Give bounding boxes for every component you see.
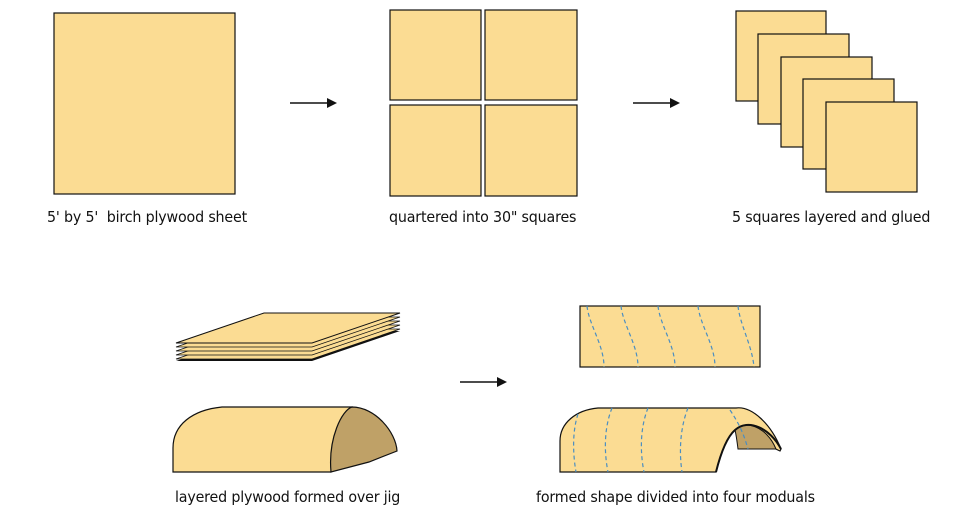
stacked-plywood xyxy=(175,312,401,361)
division-line-1 xyxy=(586,305,605,368)
quarter-square-bottom-left xyxy=(389,104,482,197)
formed-arch-end xyxy=(330,406,398,473)
flat-panel xyxy=(579,305,761,368)
formed-arch-body xyxy=(172,406,353,473)
formed-plywood-jig xyxy=(172,406,398,473)
quartered-squares xyxy=(389,9,578,197)
caption-step-3: 5 squares layered and glued xyxy=(732,208,931,226)
module-line-2 xyxy=(604,407,613,473)
quarter-square-bottom-right xyxy=(484,104,578,197)
formed-arch-modules xyxy=(559,407,782,473)
layer-square-5 xyxy=(825,101,918,193)
module-line-5 xyxy=(729,409,749,450)
flat-panel-divided xyxy=(579,305,761,368)
quarter-square-top-left xyxy=(389,9,482,101)
division-line-2 xyxy=(620,305,639,368)
division-line-5 xyxy=(737,305,755,368)
module-arch-rim xyxy=(715,423,782,473)
division-line-3 xyxy=(657,305,676,368)
layered-squares xyxy=(735,10,918,193)
module-line-1 xyxy=(573,413,579,473)
caption-step-4: layered plywood formed over jig xyxy=(175,488,401,506)
caption-step-5: formed shape divided into four moduals xyxy=(536,488,815,506)
module-line-4 xyxy=(679,407,689,473)
quarter-square-top-right xyxy=(484,9,578,101)
top-plywood-sheet xyxy=(175,312,401,344)
caption-step-1: 5' by 5' birch plywood sheet xyxy=(47,208,248,226)
plywood-sheet xyxy=(53,12,236,195)
division-line-4 xyxy=(697,305,716,368)
caption-step-2: quartered into 30" squares xyxy=(389,208,577,226)
module-line-3 xyxy=(640,407,649,473)
